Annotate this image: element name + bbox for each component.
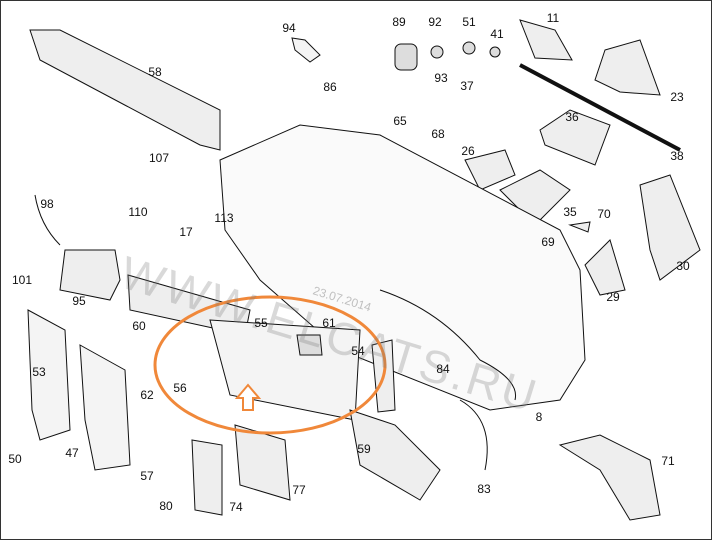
part-label-65[interactable]: 65 [393, 114, 407, 128]
part-41 [489, 46, 501, 58]
part-label-93[interactable]: 93 [434, 71, 448, 85]
part-label-23[interactable]: 23 [670, 90, 684, 104]
part-51 [462, 41, 476, 55]
part-label-57[interactable]: 57 [140, 469, 154, 483]
part-47 [79, 344, 131, 471]
part-label-59[interactable]: 59 [357, 442, 371, 456]
highlight-ellipse [153, 295, 387, 435]
part-26 [464, 149, 516, 191]
part-label-30[interactable]: 30 [676, 259, 690, 273]
part-label-50[interactable]: 50 [8, 452, 22, 466]
part-label-68[interactable]: 68 [431, 127, 445, 141]
part-label-29[interactable]: 29 [606, 290, 620, 304]
part-84 [379, 289, 517, 401]
part-label-47[interactable]: 47 [65, 446, 79, 460]
part-89 [394, 43, 418, 71]
part-label-113[interactable]: 113 [214, 211, 234, 225]
part-label-61[interactable]: 61 [322, 316, 336, 330]
part-label-58[interactable]: 58 [148, 65, 162, 79]
part-label-107[interactable]: 107 [148, 151, 170, 165]
part-label-8[interactable]: 8 [535, 410, 543, 424]
part-label-54[interactable]: 54 [351, 344, 365, 358]
part-23 [594, 39, 661, 96]
part-label-60[interactable]: 60 [132, 319, 146, 333]
part-label-69[interactable]: 69 [541, 235, 555, 249]
part-61 [296, 334, 323, 356]
part-label-17[interactable]: 17 [179, 225, 193, 239]
highlight-arrow [234, 383, 262, 411]
part-label-94[interactable]: 94 [282, 21, 296, 35]
part-58 [29, 29, 221, 151]
part-59 [349, 409, 441, 501]
part-label-101[interactable]: 101 [11, 273, 33, 287]
part-label-36[interactable]: 36 [565, 110, 579, 124]
part-label-83[interactable]: 83 [477, 482, 491, 496]
part-label-35[interactable]: 35 [563, 205, 577, 219]
part-label-80[interactable]: 80 [159, 499, 173, 513]
part-label-98[interactable]: 98 [40, 197, 54, 211]
part-label-110[interactable]: 110 [128, 205, 148, 219]
part-77 [234, 424, 291, 501]
part-label-53[interactable]: 53 [32, 365, 46, 379]
part-label-11[interactable]: 11 [546, 11, 560, 25]
part-label-38[interactable]: 38 [670, 149, 684, 163]
part-label-62[interactable]: 62 [140, 388, 154, 402]
part-label-26[interactable]: 26 [461, 144, 475, 158]
part-label-37[interactable]: 37 [460, 79, 474, 93]
part-label-74[interactable]: 74 [229, 500, 243, 514]
part-8 [219, 124, 586, 411]
part-label-51[interactable]: 51 [462, 15, 476, 29]
part-label-89[interactable]: 89 [392, 15, 406, 29]
part-label-70[interactable]: 70 [597, 207, 611, 221]
part-30 [639, 174, 701, 281]
part-70 [568, 221, 591, 233]
part-83 [459, 399, 488, 471]
part-label-41[interactable]: 41 [490, 27, 504, 41]
part-label-56[interactable]: 56 [173, 381, 187, 395]
part-29 [584, 239, 626, 296]
part-label-77[interactable]: 77 [292, 483, 306, 497]
part-11 [519, 19, 573, 61]
part-label-95[interactable]: 95 [72, 294, 86, 308]
part-98 [34, 194, 61, 246]
part-label-92[interactable]: 92 [428, 15, 442, 29]
part-36 [539, 109, 611, 166]
part-74 [191, 439, 223, 516]
part-label-55[interactable]: 55 [254, 316, 268, 330]
part-94 [291, 37, 321, 63]
part-95 [59, 249, 121, 301]
part-label-86[interactable]: 86 [323, 80, 337, 94]
part-53 [27, 309, 71, 441]
part-92 [430, 45, 444, 59]
part-38 [519, 63, 681, 152]
part-label-71[interactable]: 71 [661, 454, 675, 468]
part-label-84[interactable]: 84 [436, 362, 450, 376]
part-71 [558, 434, 661, 521]
